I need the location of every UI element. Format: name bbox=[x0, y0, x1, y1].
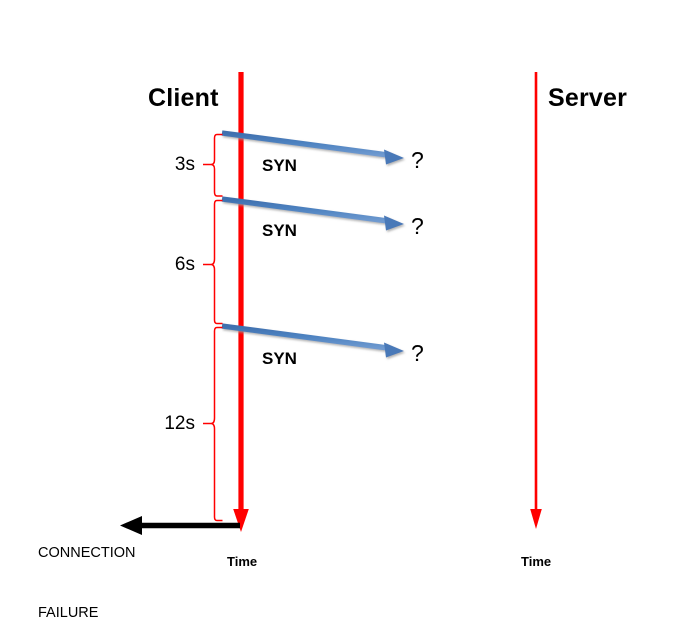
client-lifeline bbox=[233, 72, 249, 532]
timeout-brace-6s bbox=[203, 199, 223, 325]
timeout-label-12s: 12s bbox=[164, 413, 195, 434]
syn-response-unknown-1: ? bbox=[411, 147, 424, 173]
server-lifeline bbox=[530, 72, 542, 529]
client-time-axis-label: Time bbox=[227, 554, 258, 569]
syn-arrow-1 bbox=[221, 130, 404, 165]
connection-failure-arrow bbox=[120, 516, 240, 535]
syn-arrow-2 bbox=[221, 196, 404, 231]
client-actor-label: Client bbox=[148, 84, 219, 112]
timeout-label-6s: 6s bbox=[174, 254, 195, 275]
server-actor-label: Server bbox=[548, 84, 628, 112]
syn-message-label-3: SYN bbox=[262, 349, 297, 368]
syn-arrow-3 bbox=[221, 323, 404, 358]
timeout-brace-3s bbox=[203, 133, 223, 197]
server-time-axis-label: Time bbox=[521, 554, 552, 569]
connection-failure-line-1: CONNECTION bbox=[38, 545, 136, 561]
syn-message-label-2: SYN bbox=[262, 221, 297, 240]
timeout-label-3s: 3s bbox=[174, 154, 195, 175]
syn-message-label-1: SYN bbox=[262, 156, 297, 175]
timeout-brace-12s bbox=[203, 326, 223, 522]
connection-failure-line-2: FAILURE bbox=[38, 605, 99, 621]
syn-response-unknown-3: ? bbox=[411, 340, 424, 366]
syn-response-unknown-2: ? bbox=[411, 213, 424, 239]
connection-failure-label: CONNECTION FAILURE bbox=[38, 503, 135, 626]
